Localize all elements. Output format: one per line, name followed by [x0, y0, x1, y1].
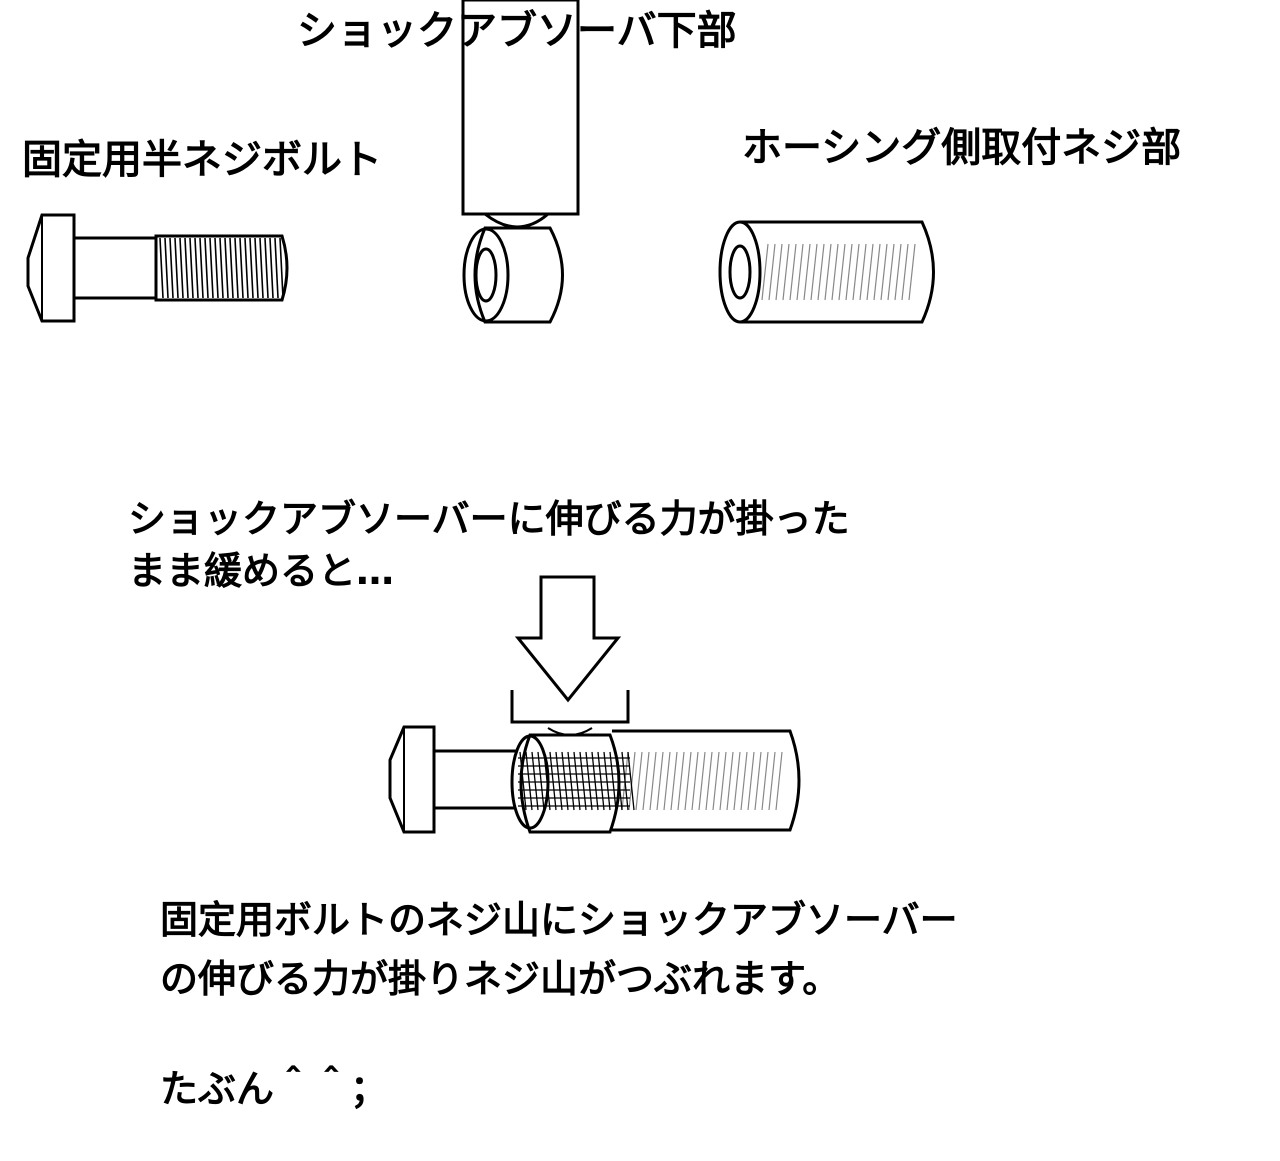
result-line-2: の伸びる力が掛りネジ山がつぶれます。	[160, 957, 841, 1001]
shock-eye	[473, 226, 564, 324]
down-arrow	[514, 575, 622, 703]
assembly-shock-body	[510, 690, 630, 724]
caption-line-1: ショックアブソーバーに伸びる力が掛った	[128, 497, 850, 541]
half-thread-bolt	[26, 213, 289, 323]
closing-text: たぶん＾＾；	[160, 1067, 389, 1111]
sleeve-end	[718, 220, 762, 324]
shock-body	[461, 0, 580, 216]
label-shock-bottom: ショックアブソーバ下部	[297, 8, 737, 54]
bolt-thread	[154, 234, 289, 302]
shock-absorber-bottom	[461, 0, 580, 324]
label-housing-thread: ホーシング側取付ネジ部	[742, 125, 1182, 171]
bolt-shank	[74, 236, 158, 300]
shock-eye-bore	[474, 247, 498, 303]
assembly-bolt-head	[388, 725, 436, 834]
result-line-1: 固定用ボルトのネジ山にショックアブソーバー	[160, 898, 958, 942]
sleeve-body	[740, 220, 935, 324]
assembled-joint	[388, 690, 801, 834]
shock-neck	[484, 212, 549, 229]
housing-thread-sleeve	[718, 220, 935, 324]
shock-eye-hole	[462, 227, 510, 323]
bolt-hex-head	[26, 213, 76, 323]
assembly-bolt-shank	[434, 749, 516, 810]
sleeve-bore	[728, 244, 752, 300]
caption-line-2: まま緩めると…	[128, 549, 395, 593]
assembly-sleeve	[612, 729, 801, 832]
label-half-thread-bolt: 固定用半ネジボルト	[22, 137, 382, 183]
